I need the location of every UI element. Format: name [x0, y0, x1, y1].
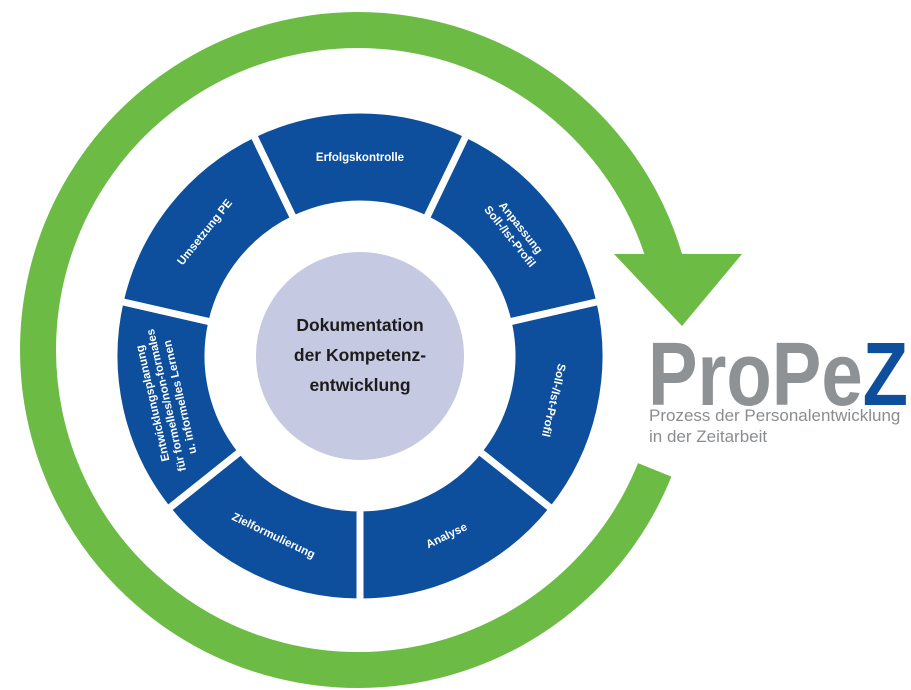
- center-label-line: entwicklung: [309, 375, 410, 395]
- logo-subtitle-line: in der Zeitarbeit: [649, 427, 767, 446]
- cycle-step: Soll-/Ist-Profil: [473, 297, 610, 515]
- cycle-step-label: Erfolgskontrolle: [316, 152, 404, 164]
- center-label-line: Dokumentation: [296, 315, 423, 335]
- cycle-arrow-ring: [20, 12, 683, 688]
- cycle-step-segment: [473, 297, 610, 515]
- center-node: Dokumentation der Kompetenz- entwicklung: [256, 252, 464, 460]
- propez-logo: ProPeZ Prozess der Personalentwicklung i…: [648, 325, 908, 446]
- cycle-steps-ring: AnalyseZielformulierungEntwicklungsplanu…: [110, 106, 610, 606]
- cycle-arrow-head: [614, 254, 742, 326]
- center-circle: [256, 252, 464, 460]
- logo-wordmark: ProPeZ: [648, 325, 908, 425]
- logo-subtitle-line: Prozess der Personalentwicklung: [649, 406, 900, 425]
- cycle-arrow: [20, 12, 742, 688]
- cycle-step-label-group: Erfolgskontrolle: [316, 152, 404, 164]
- center-label-line: der Kompetenz-: [294, 345, 426, 365]
- logo-name-part1: ProPe: [648, 325, 863, 425]
- logo-name-part2: Z: [863, 325, 908, 425]
